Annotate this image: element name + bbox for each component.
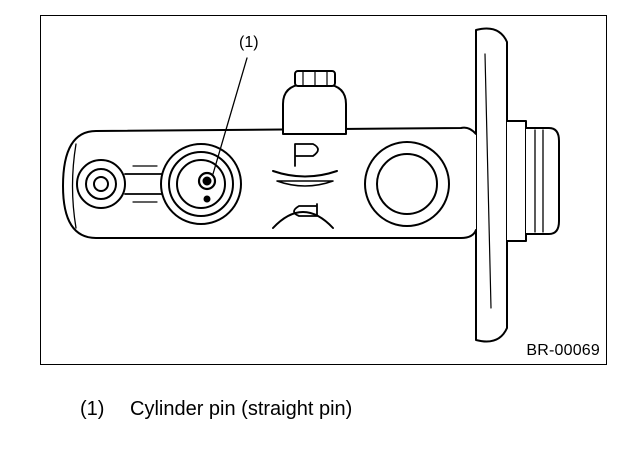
rear-boss bbox=[506, 120, 527, 242]
legend-row: (1) Cylinder pin (straight pin) bbox=[80, 398, 352, 421]
marking-arc-bottom bbox=[272, 211, 334, 229]
callout-label: (1) bbox=[239, 34, 259, 51]
top-fitting bbox=[282, 83, 347, 135]
figure-id: BR-00069 bbox=[526, 342, 600, 359]
callout-leader bbox=[212, 57, 248, 175]
legend-text: Cylinder pin (straight pin) bbox=[130, 398, 353, 420]
small-port-outer bbox=[76, 159, 126, 209]
figure-frame: (1) BR-00069 bbox=[40, 15, 607, 365]
master-cylinder-drawing bbox=[62, 27, 560, 343]
flange-outline bbox=[475, 27, 508, 343]
cylinder-body bbox=[62, 126, 477, 239]
flange-inner-edge bbox=[484, 53, 492, 309]
marking-p-top bbox=[294, 143, 319, 167]
marking-p-bottom bbox=[293, 203, 318, 217]
legend-number: (1) bbox=[80, 398, 105, 420]
